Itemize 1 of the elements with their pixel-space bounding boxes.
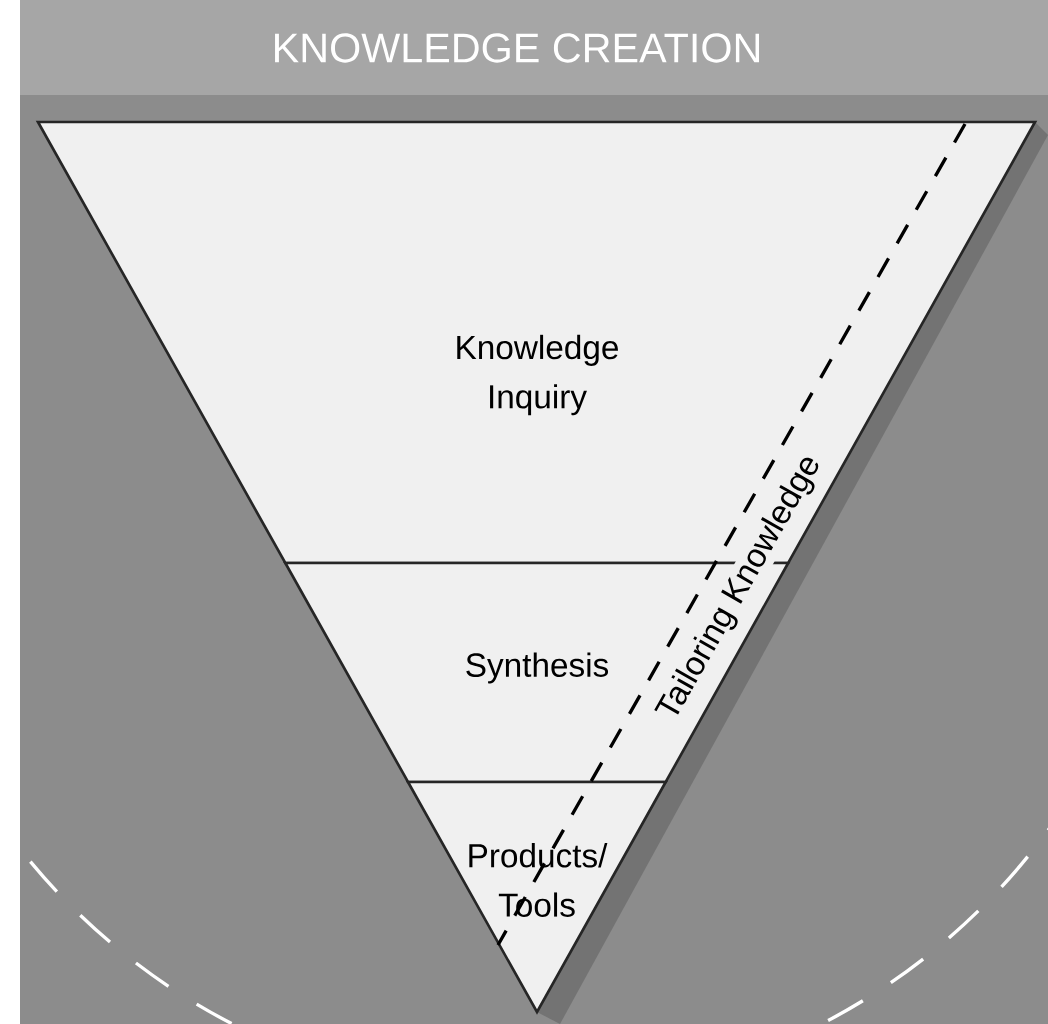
title-band: KNOWLEDGE CREATION (20, 0, 1048, 95)
